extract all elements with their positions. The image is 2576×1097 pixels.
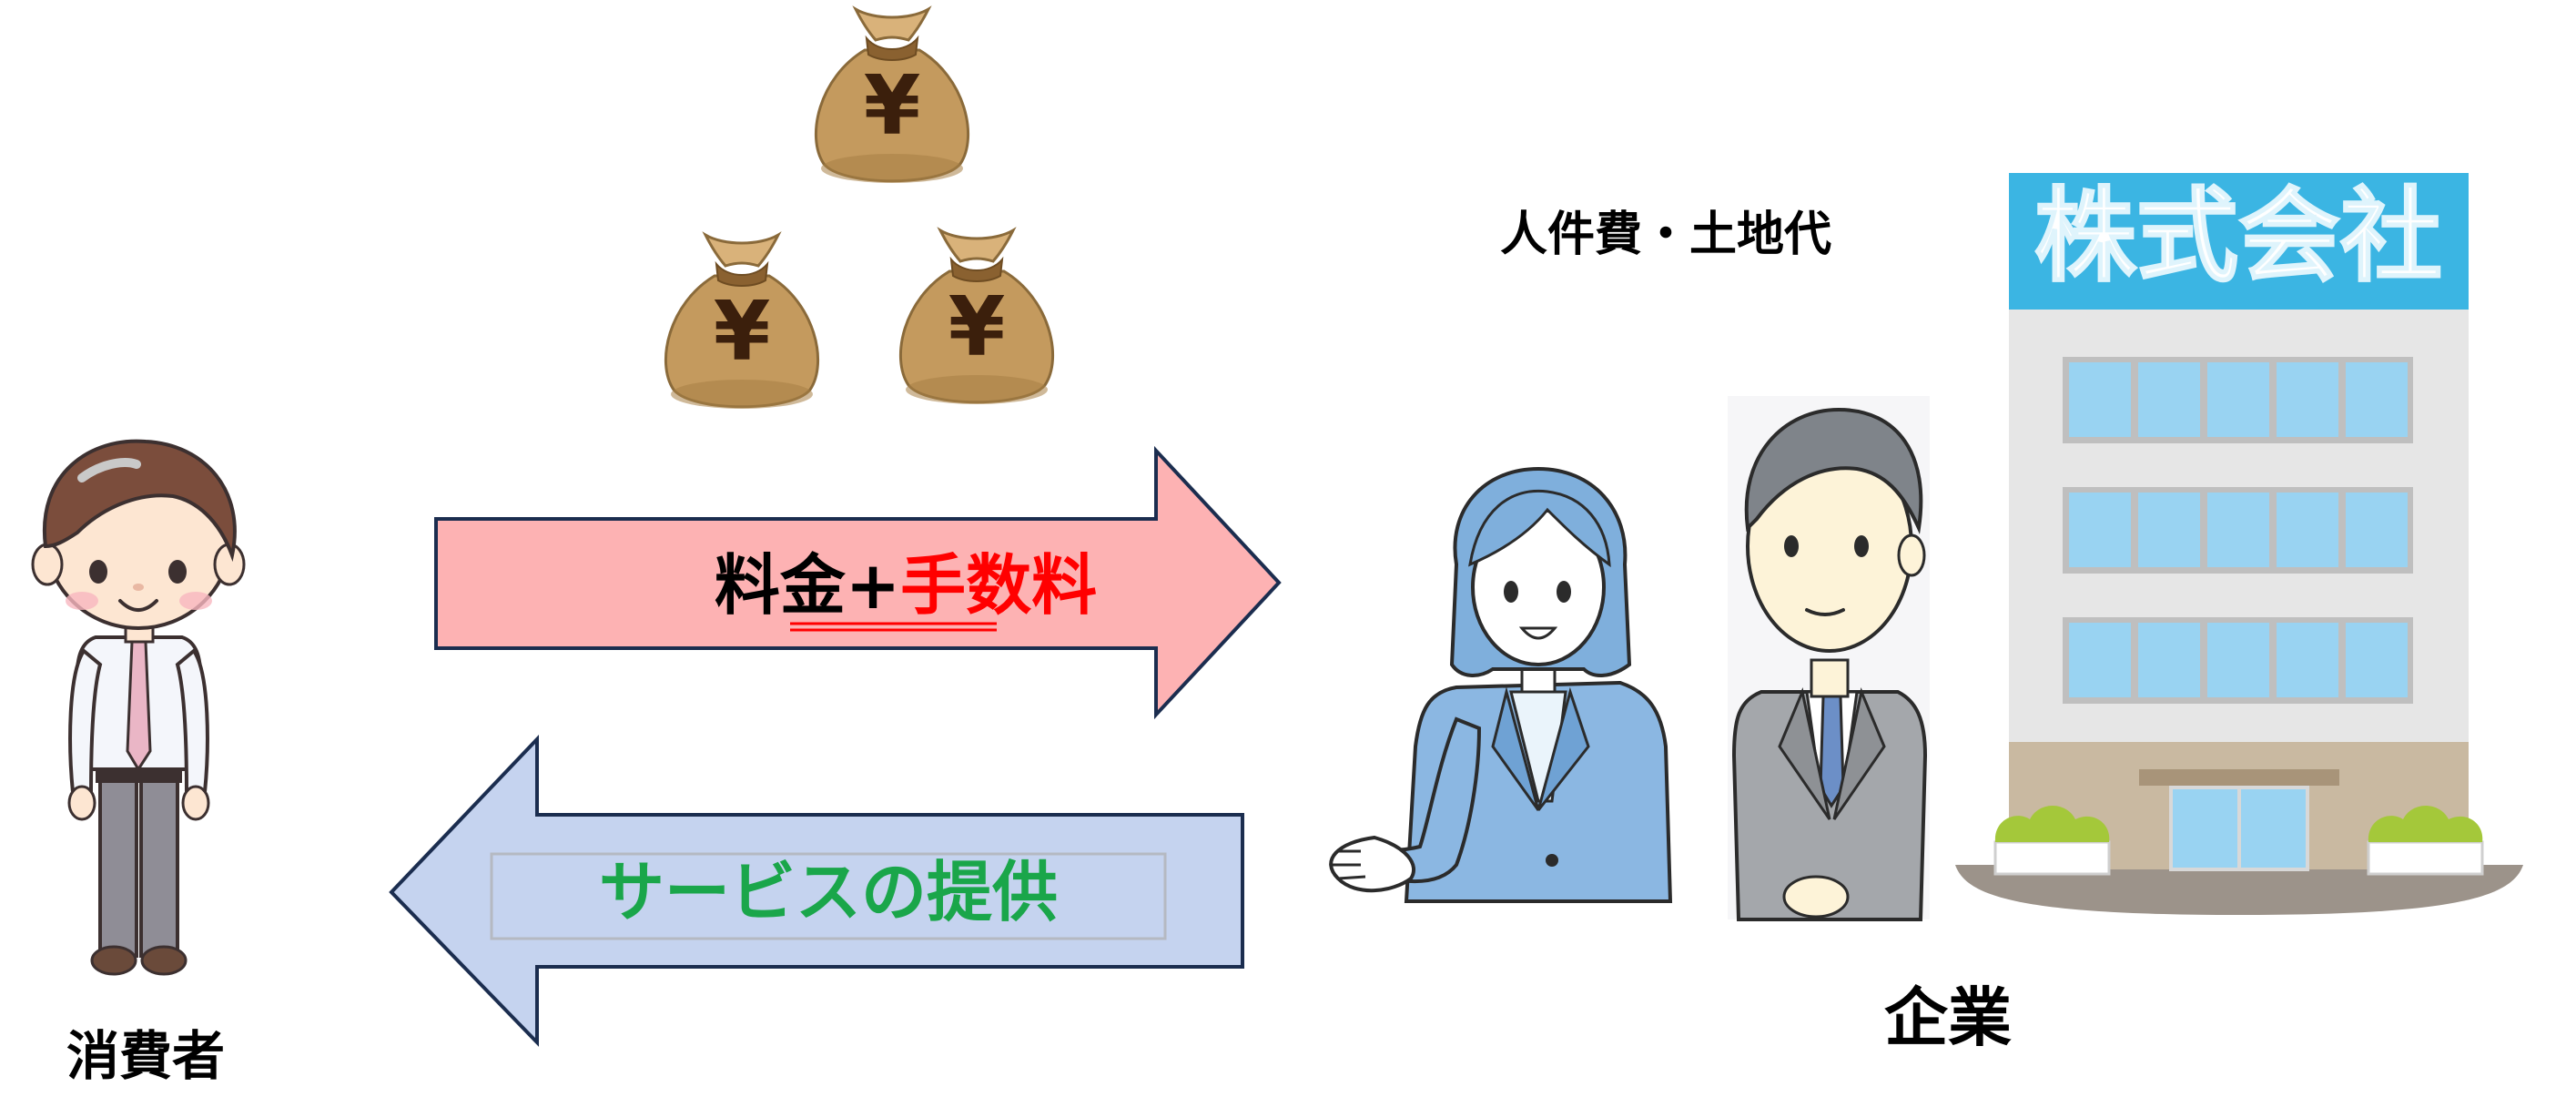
window-row-2: [2063, 487, 2413, 574]
male-staff-figure: [1728, 396, 1930, 921]
planter-left: [1993, 806, 2111, 876]
service-arrow-shape: [389, 735, 1244, 1047]
company-label: 企業: [1884, 980, 2012, 1055]
payment-arrow-shape: [434, 445, 1282, 720]
payment-label-main: 料金+: [715, 547, 900, 624]
office-building: 株式会社: [1955, 173, 2523, 915]
costs-label: 人件費・土地代: [1500, 208, 1831, 262]
service-arrow: サービスの提供: [389, 735, 1244, 1047]
female-staff-figure: [1329, 466, 1673, 903]
service-label: サービスの提供: [599, 854, 1058, 930]
building-base: [1955, 865, 2523, 915]
window-row-1: [2063, 357, 2413, 443]
company-sign: [2009, 173, 2469, 310]
payment-arrow: 料金+手数料: [434, 445, 1282, 720]
yen-symbol: ¥: [948, 279, 1006, 375]
consumer-label: 消費者: [66, 1025, 225, 1087]
money-bag-top: ¥: [814, 7, 970, 185]
money-bag-left: ¥: [664, 233, 820, 411]
money-bag-right: ¥: [898, 229, 1055, 406]
service-label-box: [490, 852, 1167, 940]
window-row-3: [2063, 617, 2413, 704]
payment-label: 料金+手数料: [715, 547, 1097, 624]
yen-symbol: ¥: [714, 284, 771, 380]
planter-right: [2367, 806, 2484, 876]
company-sign-text: 株式会社: [2034, 178, 2442, 296]
consumer-figure: [31, 439, 246, 976]
payment-label-fee: 手数料: [900, 547, 1097, 624]
yen-symbol: ¥: [864, 58, 921, 154]
